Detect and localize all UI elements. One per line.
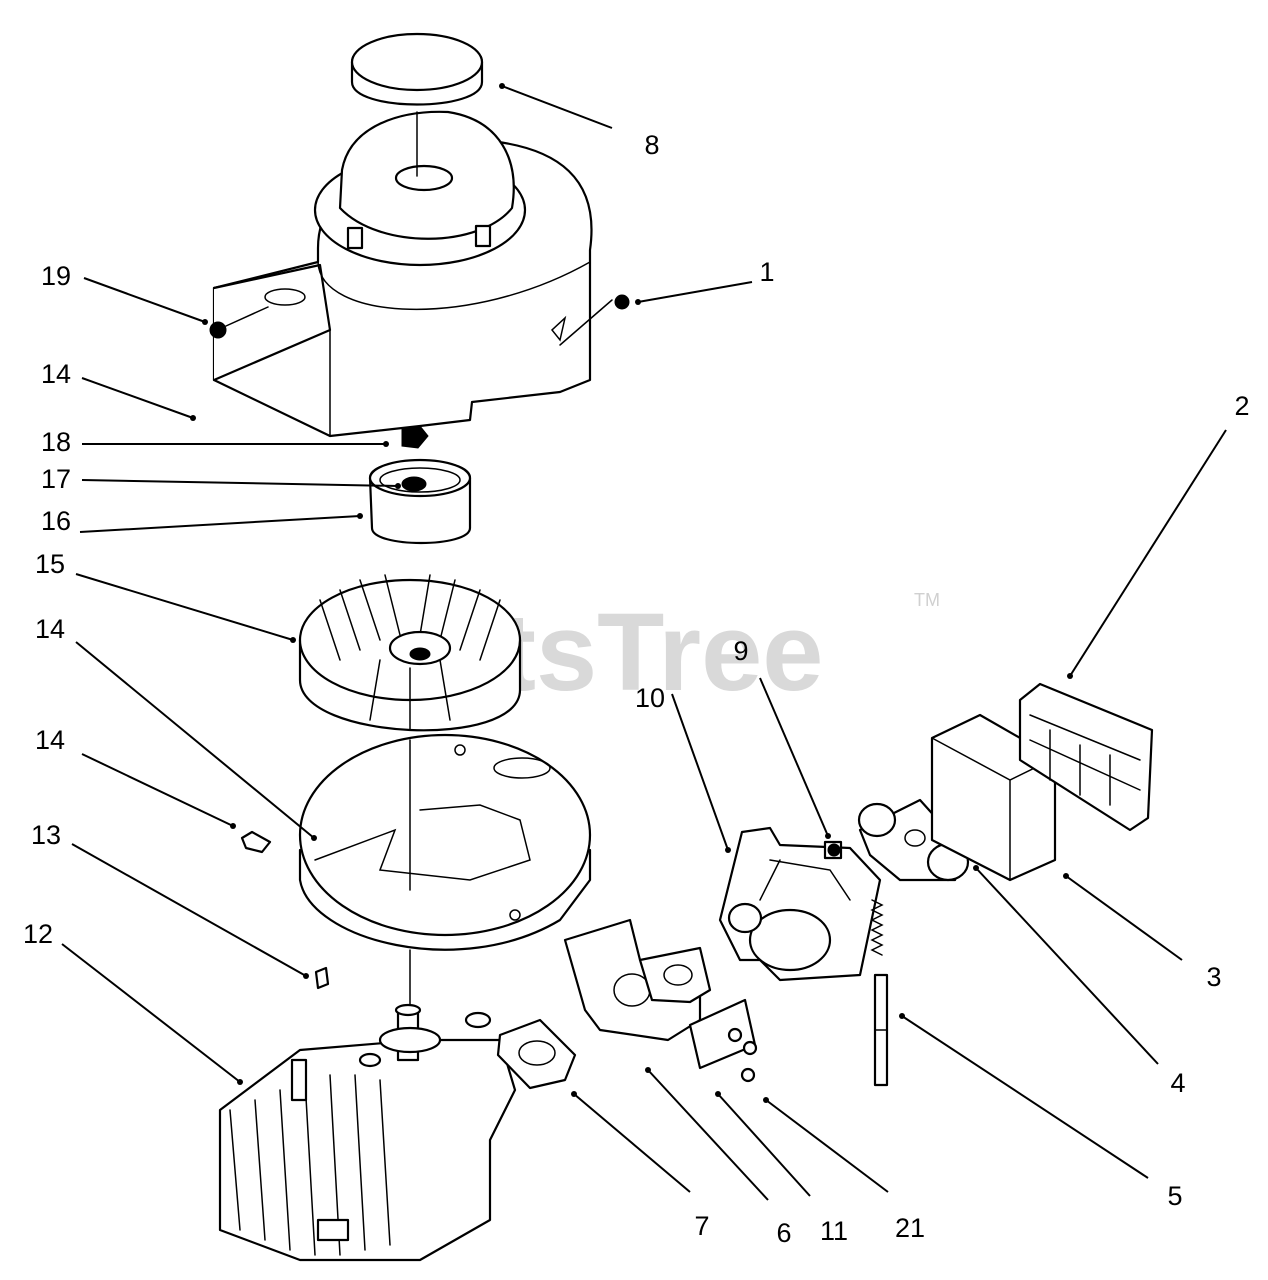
callout-21: 21 (895, 1213, 925, 1243)
callout-11: 11 (820, 1216, 848, 1246)
leader-lines (61, 83, 1227, 1201)
callout-8: 8 (644, 130, 659, 160)
part-12-engine-block (218, 949, 517, 1262)
callout-15: 14 (35, 614, 65, 644)
callout-1: 1 (759, 257, 774, 287)
callout-5: 5 (1167, 1181, 1182, 1211)
part-13-key (314, 966, 330, 990)
callout-4: 4 (1170, 1068, 1185, 1098)
part-9-screw (827, 843, 841, 857)
part-15-baseplate (298, 733, 592, 951)
callout-14-top: 14 (41, 359, 71, 389)
part-1-screw (559, 294, 630, 346)
part-14-bolt-mid (240, 830, 272, 854)
callout-2: 2 (1234, 391, 1249, 421)
callout-16: 15 (35, 549, 65, 579)
trademark-mark: TM (914, 590, 940, 610)
callout-10: 10 (635, 683, 665, 713)
callout-9: 9 (733, 636, 748, 666)
part-19-nut (401, 425, 429, 449)
callout-6: 6 (776, 1218, 791, 1248)
callout-19: 18 (41, 427, 71, 457)
callout-13: 13 (31, 820, 61, 850)
part-16-flywheel (298, 574, 522, 732)
callout-20: 19 (41, 261, 71, 291)
callout-14-mid: 14 (35, 725, 65, 755)
part-10-carburetor (718, 826, 882, 982)
part-17-starter-cup (368, 458, 472, 545)
part-2-air-cleaner-cover (1018, 682, 1154, 832)
part-21-screws (727, 1027, 758, 1083)
part-8-cap (350, 32, 484, 106)
callout-18: 17 (41, 464, 71, 494)
part-20-blower-housing (212, 110, 593, 438)
callout-7: 7 (694, 1211, 709, 1241)
callout-3: 3 (1206, 962, 1221, 992)
part-14-bolt-top (209, 306, 269, 339)
callout-17: 16 (41, 506, 71, 536)
part-4-air-cleaner-base (857, 798, 970, 882)
part-7-gasket (496, 1018, 577, 1090)
part-18-washer (401, 476, 427, 492)
callout-12: 12 (23, 919, 53, 949)
callout-labels: 8 1 19 14 2 18 17 16 15 14 9 10 14 13 12… (23, 130, 1250, 1248)
part-5-rod (870, 899, 889, 1087)
part-6-insulator (563, 918, 712, 1042)
